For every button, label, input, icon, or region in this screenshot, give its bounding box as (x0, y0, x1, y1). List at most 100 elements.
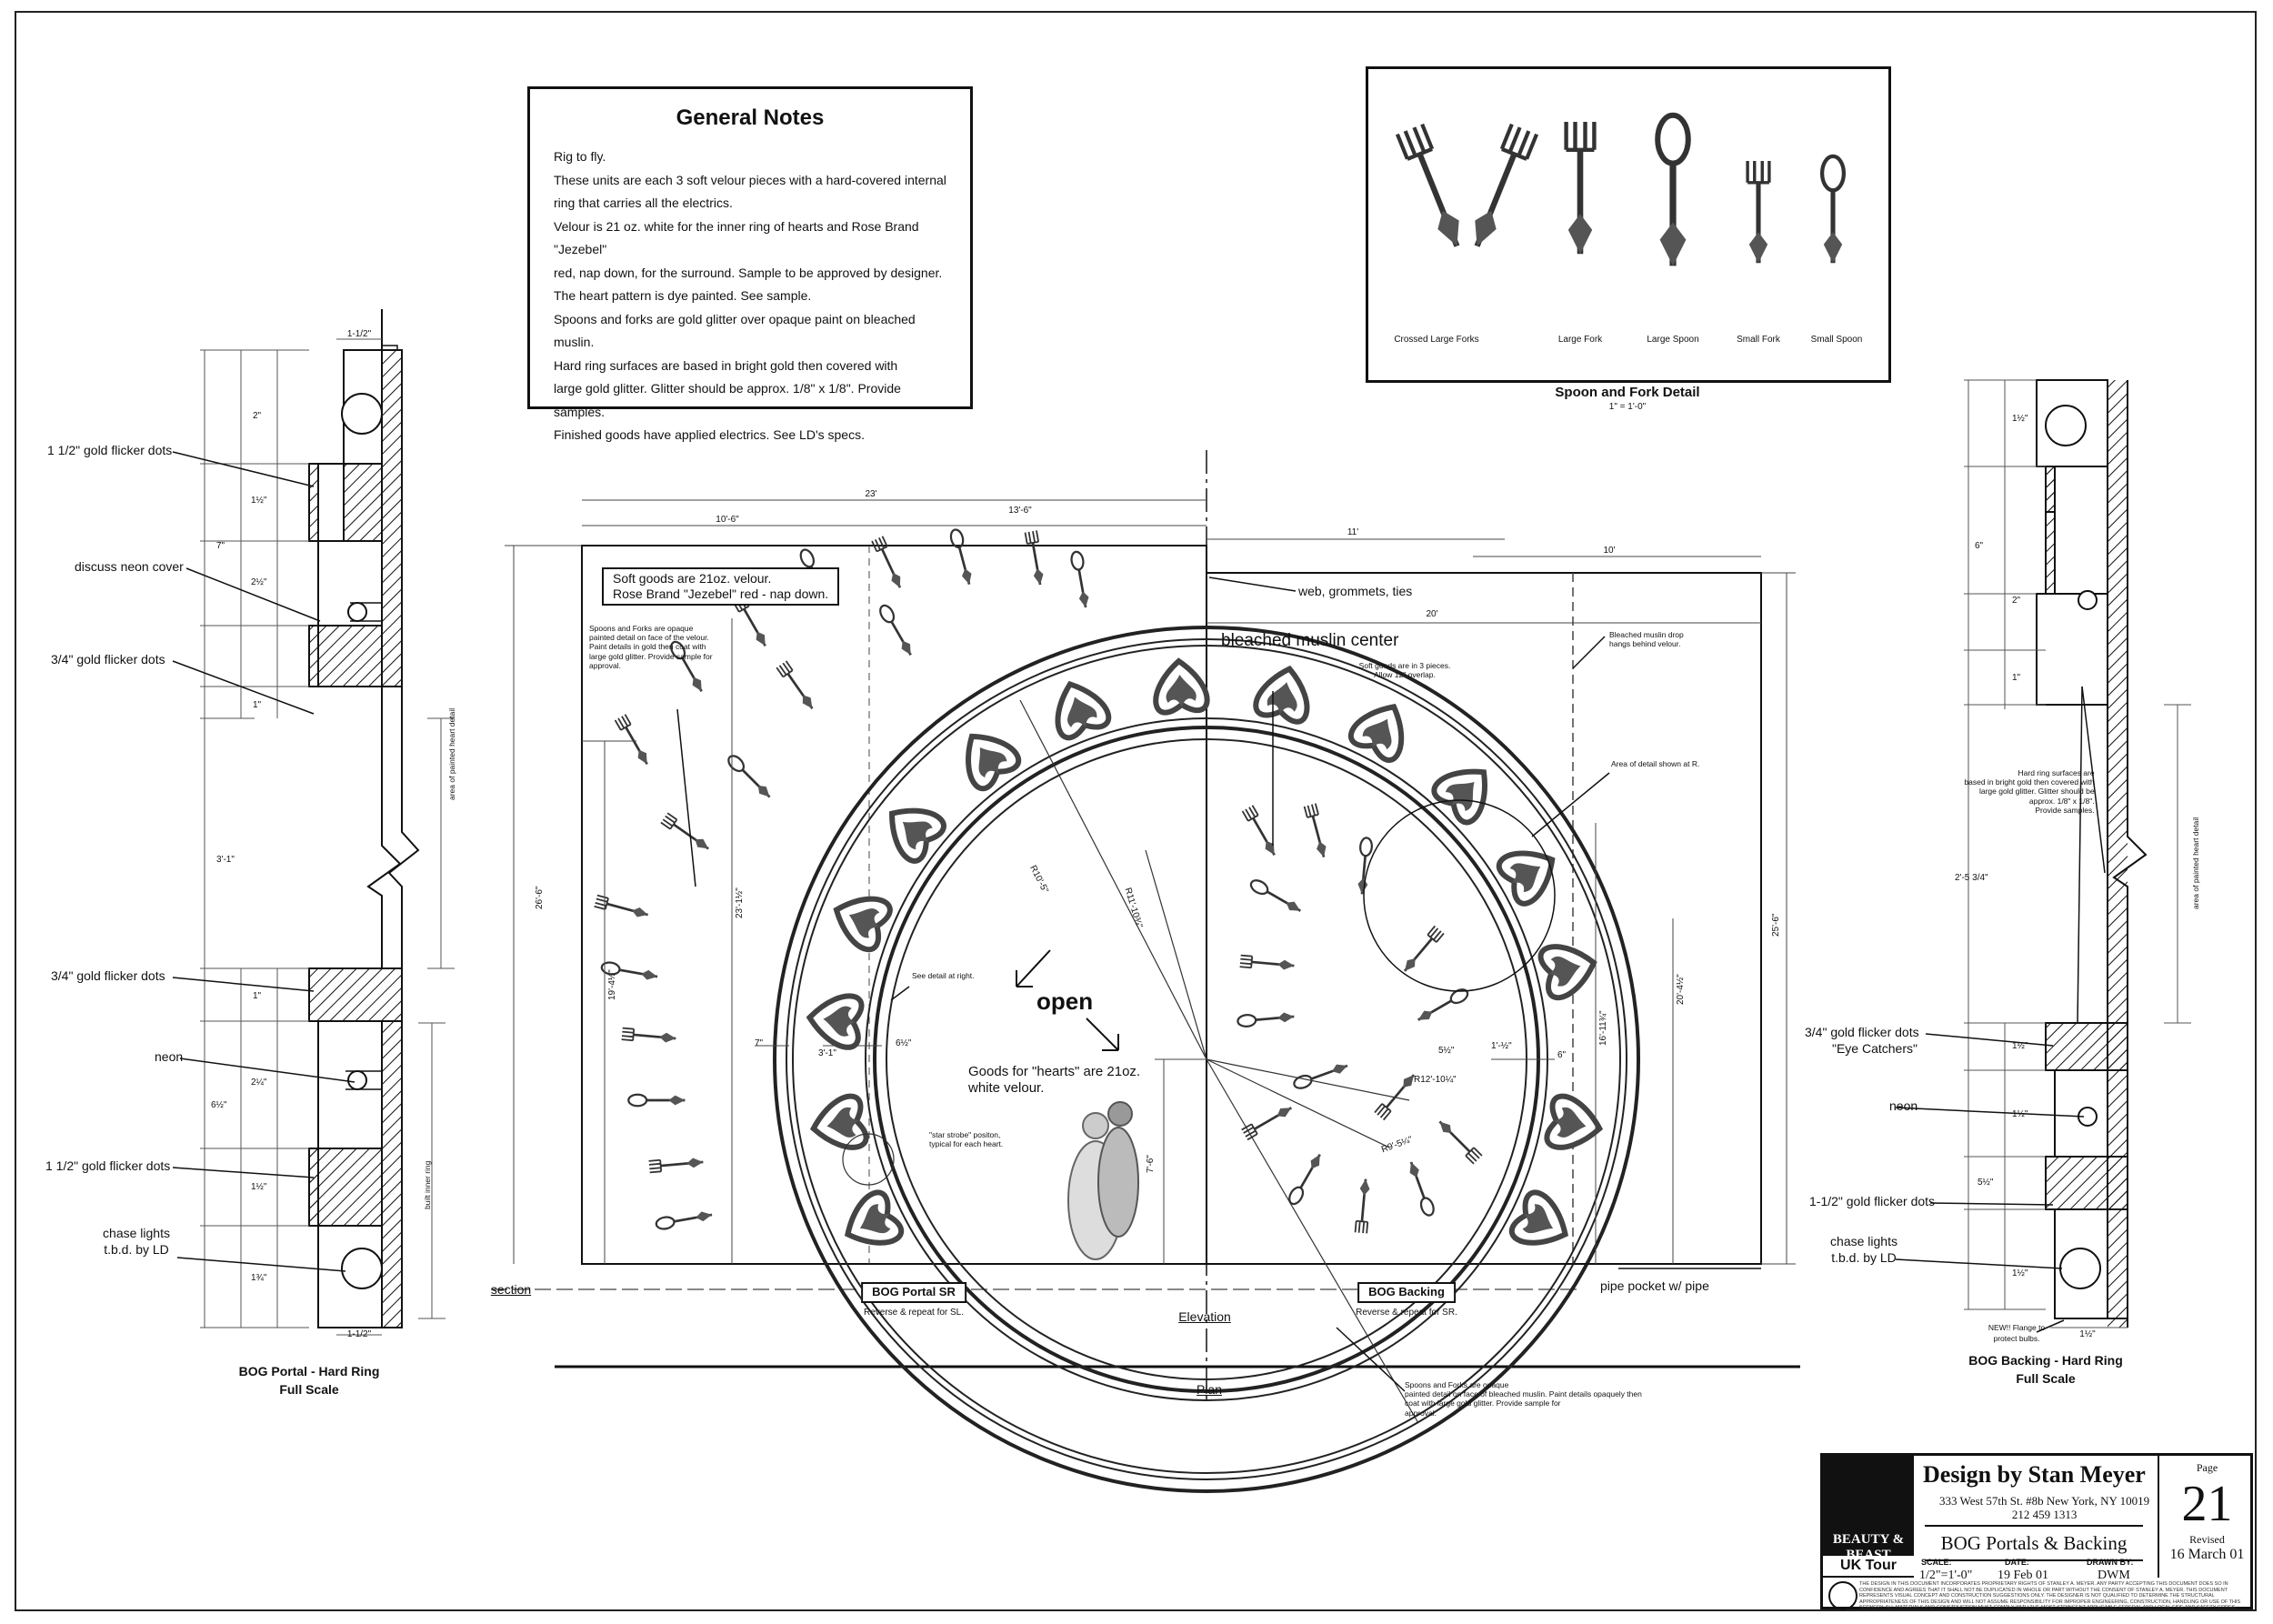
right-label-chase: chase lights (1830, 1234, 1898, 1248)
backing-note: Reverse & repeat for SR. (1356, 1308, 1457, 1318)
right-dim: 1½" (2079, 1329, 2096, 1339)
left-dim: 2¼" (251, 1078, 267, 1088)
left-dim: 1-1/2" (346, 1329, 372, 1339)
page-number: 21 (2181, 1476, 2233, 1532)
general-note-line: Finished goods have applied electrics. S… (554, 427, 865, 442)
soft-goods-note: Soft goods are 21oz. velour. Rose Brand … (602, 567, 840, 606)
left-dim: 6½" (211, 1100, 227, 1110)
elevation-label: Elevation (1178, 1309, 1231, 1324)
right-dim: 1½" (2012, 1268, 2028, 1278)
right-dim: 1½" (2012, 414, 2028, 424)
open-label: open (1036, 987, 1094, 1015)
cutlery-detail-scale: 1" = 1'-0" (1608, 402, 1647, 412)
elevation-drawing (491, 450, 1800, 1493)
general-notes-lines: Rig to fly.These units are each 3 soft v… (554, 145, 946, 447)
right-dim: 2" (2012, 596, 2021, 606)
spoons-sr-note: Spoons and Forks are opaque painted deta… (589, 624, 713, 670)
right-dim: 5½" (1978, 1178, 1994, 1188)
cutlery-label: Small Spoon (1810, 335, 1863, 345)
general-note-line: Hard ring surfaces are based in bright g… (554, 357, 898, 373)
cutlery-detail-box (1366, 66, 1891, 383)
right-section-drawing (1895, 379, 2191, 1333)
elev-dim: 23' (865, 489, 877, 499)
cutlery-detail-title: Spoon and Fork Detail (1555, 385, 1700, 400)
elev-dim: 20'-4½" (1676, 974, 1686, 1005)
left-dim: 2" (253, 411, 262, 421)
left-label-gold-dots: 1 1/2" gold flicker dots (47, 443, 173, 457)
left-dim: 1½" (251, 1182, 267, 1192)
tour-label: UK Tour (1823, 1556, 1914, 1576)
left-section-drawing (172, 309, 455, 1336)
backing-label: BOG Backing (1357, 1282, 1456, 1303)
elev-dim: 26'-6" (535, 886, 545, 909)
cutlery-label: Large Spoon (1647, 335, 1699, 345)
right-dim: 1½" (2012, 1041, 2028, 1051)
portal-sr-label: BOG Portal SR (861, 1282, 966, 1303)
section-label: section (490, 1282, 532, 1297)
right-label-eye-catchers: 3/4" gold flicker dots (1805, 1025, 1919, 1039)
left-area-note: area of painted heart detail (447, 707, 456, 800)
right-label-flange-2: protect bulbs. (1993, 1334, 2040, 1343)
cutlery-label: Small Fork (1737, 335, 1780, 345)
left-dim: 1" (253, 700, 262, 710)
drawn-value: DWM (2098, 1569, 2130, 1582)
elev-dim: 13'-6" (1008, 506, 1032, 516)
right-hard-ring-note: Hard ring surfaces are based in bright g… (1964, 768, 2095, 815)
left-dim: 7" (216, 541, 225, 551)
left-dim: 1" (253, 991, 262, 1001)
general-note-line: Velour is 21 oz. white for the inner rin… (554, 218, 919, 257)
cutlery-label: Large Fork (1557, 335, 1603, 345)
right-dim: 2'-5 3/4" (1955, 873, 1988, 883)
right-label-neon: neon (1889, 1098, 1918, 1113)
cutlery-label: Crossed Large Forks (1394, 335, 1479, 345)
date-label: DATE: (2005, 1558, 2029, 1567)
left-dim: 3'-1" (216, 855, 235, 865)
elev-dim: 3'-1" (818, 1048, 836, 1058)
elev-dim: 20' (1426, 609, 1438, 619)
plan-label: Plan (1196, 1382, 1223, 1397)
general-note-line: red, nap down, for the surround. Sample … (554, 265, 943, 280)
left-label-gold-dots: 3/4" gold flicker dots (51, 968, 165, 983)
fine-print: THE DESIGN IN THIS DOCUMENT INCORPORATES… (1859, 1581, 2241, 1610)
designer-address: 333 West 57th St. #8b New York, NY 10019… (1939, 1494, 2150, 1521)
left-dim: 2½" (251, 577, 267, 587)
elev-dim: 1'-½" (1491, 1041, 1512, 1051)
left-label-gold-dots: 1 1/2" gold flicker dots (45, 1158, 171, 1173)
elev-dim: 10' (1603, 546, 1616, 556)
right-section-subtitle: Full Scale (2016, 1371, 2076, 1386)
left-label-neon-cover: discuss neon cover (75, 559, 184, 574)
show-logo: BEAUTY & BEAST UK Tour (1823, 1456, 1914, 1578)
right-dim: 1" (2012, 673, 2021, 683)
elev-dim: 7'-6" (1146, 1155, 1156, 1173)
date-value: 19 Feb 01 (1998, 1569, 2048, 1582)
general-note-line: These units are each 3 soft velour piece… (554, 172, 946, 187)
revised-label: Revised (2189, 1533, 2225, 1546)
general-note-line: The heart pattern is dye painted. See sa… (554, 288, 812, 303)
left-dim: 1-1/2" (346, 329, 372, 339)
left-label-chase-ld: t.b.d. by LD (104, 1242, 169, 1257)
muslin-drop-note: Bleached muslin drop hangs behind velour… (1609, 630, 1684, 649)
scale-label: SCALE: (1921, 1558, 1952, 1567)
scale-value: 1/2"=1'-0" (1919, 1569, 1973, 1582)
see-detail-note: See detail at right. (912, 971, 975, 980)
general-note-line: ring that carries all the electrics. (554, 195, 733, 210)
general-note-line: large gold glitter. Glitter should be ap… (554, 381, 901, 419)
left-label-gold-dots: 3/4" gold flicker dots (51, 652, 165, 667)
right-label-chase-ld: t.b.d. by LD (1831, 1250, 1897, 1265)
right-area-note: area of painted heart detail (2191, 817, 2200, 909)
elev-dim: R12'-10¼" (1414, 1075, 1457, 1085)
web-grommets-label: web, grommets, ties (1298, 584, 1413, 598)
elev-dim: 5½" (1438, 1046, 1455, 1056)
general-notes-box: General Notes Rig to fly.These units are… (527, 86, 973, 442)
general-note-line: Spoons and forks are gold glitter over o… (554, 311, 916, 350)
portal-sr-note: Reverse & repeat for SL. (863, 1308, 965, 1318)
right-label-flange: NEW!! Flange to (1988, 1323, 2046, 1332)
revised-date: 16 March 01 (2169, 1547, 2245, 1562)
title-block-fields: SCALE: 1/2"=1'-0" DATE: 19 Feb 01 DRAWN … (1914, 1558, 2155, 1582)
left-label-neon: neon (155, 1049, 184, 1064)
left-dim: 1½" (251, 496, 267, 506)
area-detail-note: Area of detail shown at R. (1611, 759, 1700, 768)
elev-dim: 19'-4½" (607, 969, 617, 1000)
spoons-backing-note: Spoons and Forks are opaque painted deta… (1405, 1380, 1642, 1418)
